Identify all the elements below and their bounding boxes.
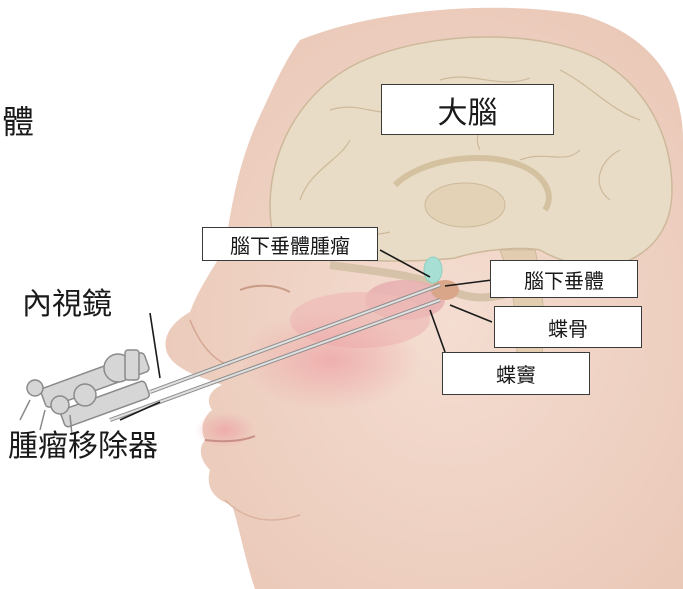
sphenoid-bone-label: 蝶骨 (494, 306, 642, 348)
endoscope-label: 內視鏡 (22, 290, 112, 320)
lip-blush (195, 412, 255, 448)
pituitary-adenoma-label: 腦下垂體腫瘤 (202, 227, 378, 261)
pituitary-gland-label: 腦下垂體 (490, 260, 638, 298)
sphenoid-sinus-label: 蝶竇 (442, 352, 590, 395)
brain-label: 大腦 (381, 84, 554, 135)
thalamus (425, 183, 505, 227)
tumor-shape (424, 257, 442, 283)
tumor-remover-label: 腫瘤移除器 (8, 432, 158, 462)
partial-label-left: 體 (2, 106, 34, 138)
instrument-handles (20, 350, 150, 435)
